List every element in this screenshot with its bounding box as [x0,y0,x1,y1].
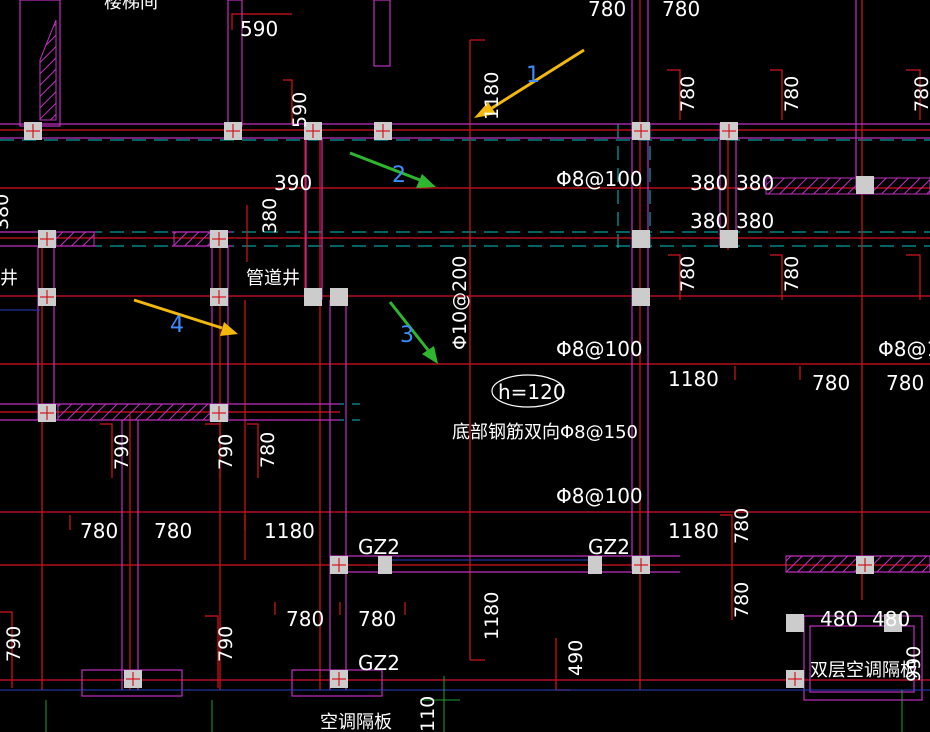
dim-380-a: 380 [690,171,728,195]
dim-790-a: 790 [111,434,133,470]
dim-780-top2: 780 [662,0,700,21]
dim-780-h1: 780 [812,371,850,395]
dim-780-h3: 780 [80,519,118,543]
ac-partition-label: 空调隔板 [320,712,392,732]
dim-480-b: 480 [872,607,910,631]
dim-790-c: 790 [3,626,25,662]
column-crosses [26,124,872,686]
rebar-label-top: Φ8@100 [556,167,643,191]
slab-thickness-label: h=120 [498,380,566,404]
pipe-shaft-label: 管道井 [246,268,300,289]
callout-arrow-4 [133,298,238,336]
callout-number-1: 1 [526,63,540,88]
dim-390: 390 [274,171,312,195]
bottom-rebar-label: 底部钢筋双向Φ8@150 [452,422,638,443]
rebar-label-low: Φ8@100 [556,484,643,508]
dim-110: 110 [417,696,439,732]
dim-780-h5: 780 [286,607,324,631]
rebar-vertical-label: Φ10@200 [449,256,471,350]
dim-1180-h1: 1180 [668,367,719,391]
dim-780-v3: 780 [731,582,753,618]
gz-label-1: GZ2 [358,535,400,559]
dim-380-c: 380 [690,209,728,233]
dim-780-h6: 780 [358,607,396,631]
callout-arrows [133,48,585,364]
dim-590-top: 590 [240,17,278,41]
dim-590-v: 590 [289,92,311,128]
dim-780-r2: 780 [781,76,803,112]
dim-490: 490 [565,640,587,676]
dim-780-top1: 780 [588,0,626,21]
rebar-label-mid: Φ8@100 [556,337,643,361]
dim-780-h4: 780 [154,519,192,543]
rebar-label-right: Φ8@15 [878,337,930,361]
dimension-ticks [0,13,921,691]
dim-1180-v1: 1180 [481,72,503,120]
callout-arrow-3 [388,301,438,364]
gz-label-2: GZ2 [588,535,630,559]
dim-380-left: 380 [0,194,13,230]
dim-1180-h2: 1180 [264,519,315,543]
dim-780-r4: 780 [677,256,699,292]
double-ac-partition-label: 双层空调隔板 [810,660,918,681]
callout-arrow-1 [474,48,585,118]
dim-790-d: 790 [215,626,237,662]
callout-numbers: 1 2 3 4 [170,63,540,348]
dim-790-b: 790 [215,434,237,470]
vertical-labels: 1180 590 780 780 780 380 380 780 780 Φ10… [0,72,930,732]
dim-480-a: 480 [820,607,858,631]
dim-780-h2: 780 [886,371,924,395]
dim-780-r5: 780 [781,256,803,292]
shaft-partial-label: 井 [0,268,18,289]
callout-number-4: 4 [170,313,184,338]
stair-room-label: 楼梯间 [104,0,158,13]
dim-780-r1: 780 [677,76,699,112]
slab-thickness-ellipse [491,374,565,408]
dim-1180-h3: 1180 [668,519,719,543]
dim-780-v1: 780 [257,432,279,468]
callout-number-3: 3 [400,323,414,348]
blue-lines [0,309,930,691]
callout-number-2: 2 [392,163,406,188]
beam-lines [0,0,930,690]
dim-380-d: 380 [736,209,774,233]
callout-arrow-2 [349,151,436,188]
dim-380-v: 380 [259,198,281,234]
gz-label-3: GZ2 [358,651,400,675]
dim-780-v2: 780 [731,508,753,544]
green-grid [45,676,903,732]
dim-1180-v2: 1180 [481,592,503,640]
dim-780-r3: 780 [911,76,930,112]
dim-380-b: 380 [736,171,774,195]
dim-990: 990 [903,646,925,682]
